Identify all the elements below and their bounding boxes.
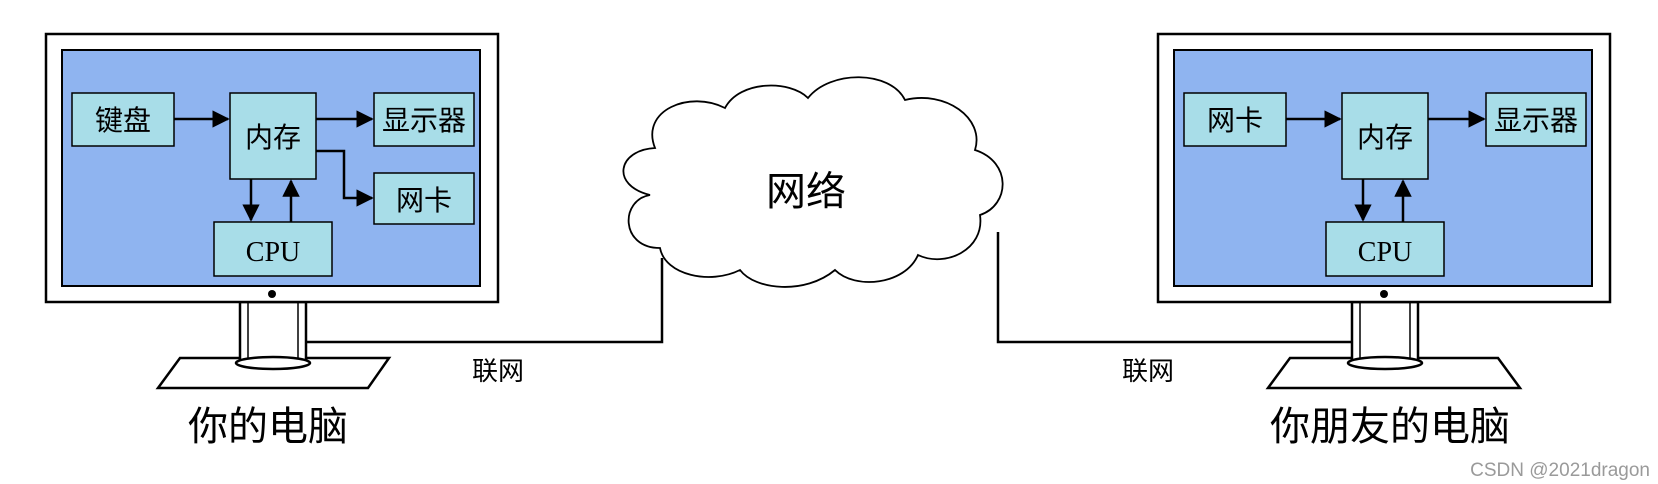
left-nic-label: 网卡	[396, 184, 452, 217]
left-monitor-stand	[155, 300, 392, 390]
right-display-box: 显示器	[1485, 92, 1587, 147]
right-nic-label: 网卡	[1207, 104, 1263, 137]
left-display-box: 显示器	[373, 92, 475, 147]
right-power-led	[1380, 290, 1388, 298]
left-power-led	[268, 290, 276, 298]
left-memory-box: 内存	[229, 92, 317, 180]
left-memory-label: 内存	[245, 121, 301, 154]
watermark: CSDN @2021dragon	[1470, 460, 1650, 481]
left-keyboard-box: 键盘	[71, 92, 175, 147]
right-computer-caption: 你朋友的电脑	[1270, 404, 1510, 450]
left-nic-box: 网卡	[373, 172, 475, 225]
right-computer: 网卡 内存 显示器 CPU 你朋友的电脑	[1156, 32, 1612, 450]
left-computer-caption: 你的电脑	[188, 404, 348, 450]
right-cpu-label: CPU	[1358, 237, 1412, 268]
left-arrow-memory-nic	[316, 149, 374, 207]
right-monitor-stand	[1265, 300, 1523, 390]
network-cloud: 网络	[622, 76, 1004, 288]
cloud-label: 网络	[766, 169, 846, 215]
right-memory-box: 内存	[1341, 92, 1429, 180]
link-left-wire	[306, 258, 664, 344]
right-display-label: 显示器	[1494, 104, 1578, 137]
left-display-label: 显示器	[382, 104, 466, 137]
left-keyboard-label: 键盘	[95, 104, 151, 137]
left-computer: 键盘 内存 显示器 网卡 CPU 你的电脑	[44, 32, 500, 450]
left-cpu-box: CPU	[213, 221, 333, 277]
link-left-label: 联网	[472, 357, 524, 387]
link-right-wire	[996, 232, 1352, 344]
left-cpu-label: CPU	[246, 237, 300, 268]
link-right-label: 联网	[1122, 357, 1174, 387]
right-cpu-box: CPU	[1325, 221, 1445, 277]
right-nic-box: 网卡	[1183, 92, 1287, 147]
right-memory-label: 内存	[1357, 121, 1413, 154]
